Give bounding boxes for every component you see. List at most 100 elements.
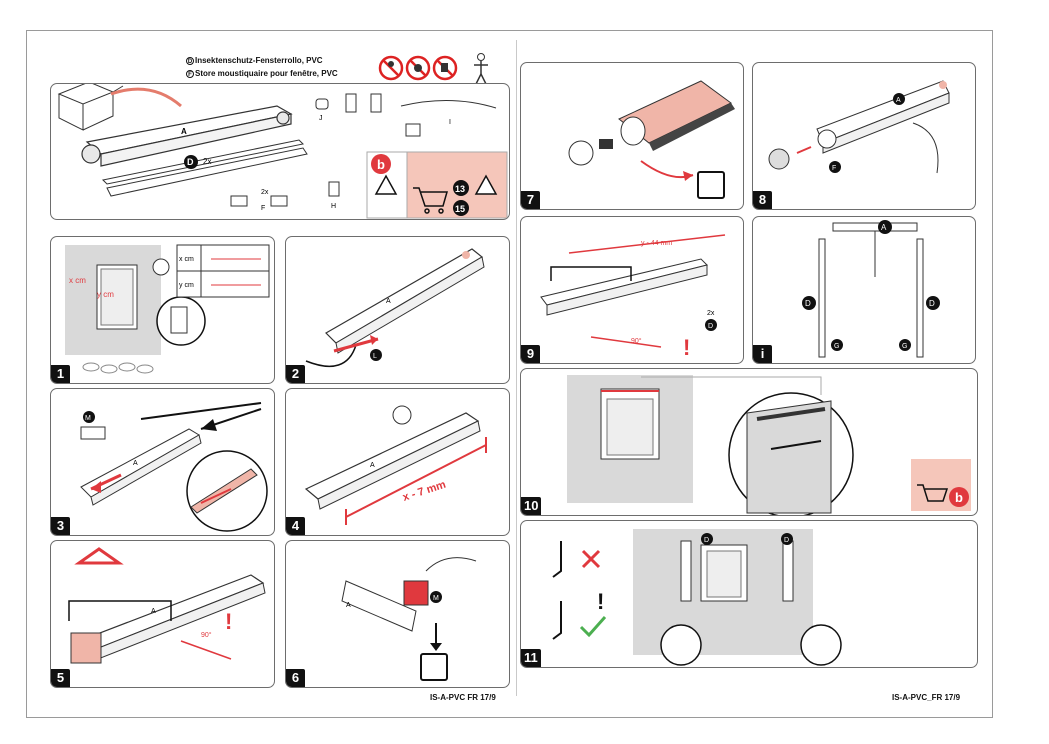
part-label-d-2: D [784,537,789,544]
detail-magnifier [660,624,702,666]
part-label-a: A [896,97,901,104]
panel-5-drawing: 90° ! A [68,547,266,664]
detail-magnifier-2 [800,624,842,666]
step-number: 1 [51,365,70,383]
measure-y: y cm [97,290,114,299]
panel-i: A D D G G i [752,216,976,364]
detail-magnifier [156,296,206,346]
badge-b [949,487,969,507]
part-label-d: D [704,537,709,544]
badge-b-label: b [377,157,385,172]
panel-4: x - 7 mm A 4 [285,388,510,536]
step-number: 8 [753,191,772,209]
part-label-g1: G [834,343,839,350]
no-child-icon [378,55,404,81]
part-label-f: F [832,165,836,172]
panel-8: A F 8 [752,62,976,210]
cart-icon [413,187,448,214]
angle-90: 90° [201,631,212,639]
package-box-icon [57,84,124,131]
panel-7-drawing [568,80,735,181]
badge-b [371,154,391,174]
center-divider [516,40,517,696]
person-icon [474,53,488,85]
cross-icon [581,549,601,569]
hacksaw [68,600,172,621]
part-label-a: A [370,462,375,469]
no-pet-icon [405,55,431,81]
hacksaw [550,266,632,281]
panel-10: b 10 [520,368,978,516]
panel-9-drawing: y - 44 mm 2x D 90° ! [540,234,726,360]
part-label-a: A [151,608,156,615]
small-parts [230,93,497,207]
step-number: 6 [286,669,305,687]
warning-icons-row [378,53,488,85]
measure-x: x cm [69,276,86,285]
ref-15: 15 [455,204,465,214]
step-number: 9 [521,345,540,363]
hand-warning-icon [74,547,124,565]
unpack-arrow [110,87,182,108]
part-label-d-2: D [929,299,935,308]
part-circle-d [184,155,198,169]
panel-8-drawing: A F [768,80,950,174]
panel-5: 90° ! A 5 [50,540,275,688]
panel-6: M A 6 [285,540,510,688]
svg-text:!: ! [225,609,232,634]
panel-10-drawing: b [567,375,971,515]
footer-left: IS-A-PVC FR 17/9 [430,693,496,702]
step-number: 11 [521,649,541,667]
warning-triangle-icon-2 [474,174,498,195]
panel-9: y - 44 mm 2x D 90° ! 9 [520,216,744,364]
no-climb-icon [432,55,458,81]
part-label-m: M [433,595,439,602]
panel-i-drawing: A D D G G [802,220,940,358]
panel-11: ! D D 11 [520,520,978,668]
table-x: x cm [179,256,194,263]
trash-icon [697,171,725,199]
part-label-l: L [373,353,377,360]
part-label-m: M [85,415,91,422]
part-label-d: D [708,323,713,330]
badge-b-label: b [955,490,963,505]
check-icon [579,616,607,638]
cart-icon [917,484,949,502]
panel-6-drawing: M A [341,557,477,651]
part-label-d: D [805,299,811,308]
trash-icon [420,653,448,681]
overview-drawing: A D 2x J I 2x F H b 13 [57,84,508,219]
svg-text:!: ! [683,335,690,360]
measure-y-minus-44: y - 44 mm [641,240,672,247]
part-label-a: A [133,460,138,467]
panel-4-drawing: x - 7 mm A [304,405,487,525]
part-label-a: A [181,127,187,136]
step-number: 10 [521,497,542,515]
panel-1: x cm y cm x cm y cm 1 [50,236,275,384]
part-label-a: A [386,298,391,305]
measure-x-minus-7: x - 7 mm [401,479,447,504]
step-number: i [753,345,772,363]
angle-90: 90° [631,337,642,345]
panel-2-drawing: L A [305,248,485,368]
part-label-a: A [881,223,887,232]
part-label-i: I [449,119,451,126]
panel-11-drawing: ! D D [552,529,842,666]
panel-3: M A 3 [50,388,275,536]
roller-cassette [81,105,293,167]
tape-measure-icon [392,405,412,425]
pebbles [82,362,154,374]
table-y: y cm [179,282,194,289]
part-qty-d: 2x [203,157,211,166]
panel-3-drawing: M A [80,402,268,532]
part-label-f: F [261,205,265,212]
part-label-g2: G [902,343,907,350]
part-label-a: A [346,602,351,609]
footer-right: IS-A-PVC_FR 17/9 [892,693,961,702]
tape-measure-icon [152,258,170,276]
ref-13: 13 [455,184,465,194]
panel-2: L A 2 [285,236,510,384]
step-number: 5 [51,669,70,687]
overview-panel: A D 2x J I 2x F H b 13 [50,83,510,220]
